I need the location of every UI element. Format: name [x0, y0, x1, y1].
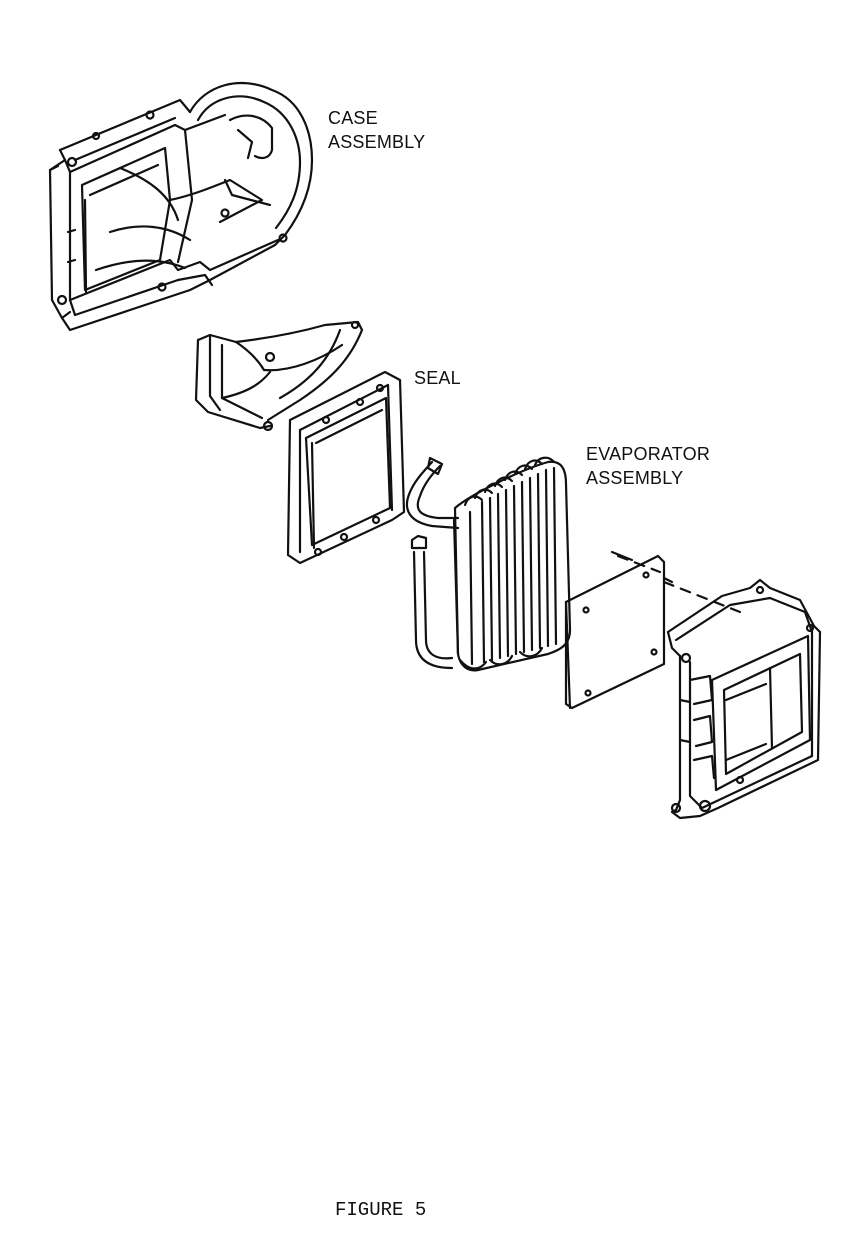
cover-plate-part: [566, 552, 672, 708]
evaporator-assembly-label: EVAPORATOR ASSEMBLY: [586, 442, 710, 490]
seal-label-text: SEAL: [414, 368, 461, 388]
seal-part: [288, 372, 404, 563]
case-assembly-label-line1: CASE: [328, 108, 378, 128]
case-assembly-label: CASE ASSEMBLY: [328, 106, 425, 154]
evaporator-part: [407, 458, 570, 671]
case-assembly-label-line2: ASSEMBLY: [328, 132, 426, 152]
evaporator-assembly-label-line2: ASSEMBLY: [586, 468, 684, 488]
evaporator-assembly-label-line1: EVAPORATOR: [586, 444, 711, 464]
seal-label: SEAL: [414, 366, 461, 390]
case-assembly-part: [50, 83, 312, 330]
duct-insert-part: [196, 322, 362, 430]
lower-case-part: [618, 556, 820, 818]
figure-caption: FIGURE 5: [335, 1199, 427, 1221]
